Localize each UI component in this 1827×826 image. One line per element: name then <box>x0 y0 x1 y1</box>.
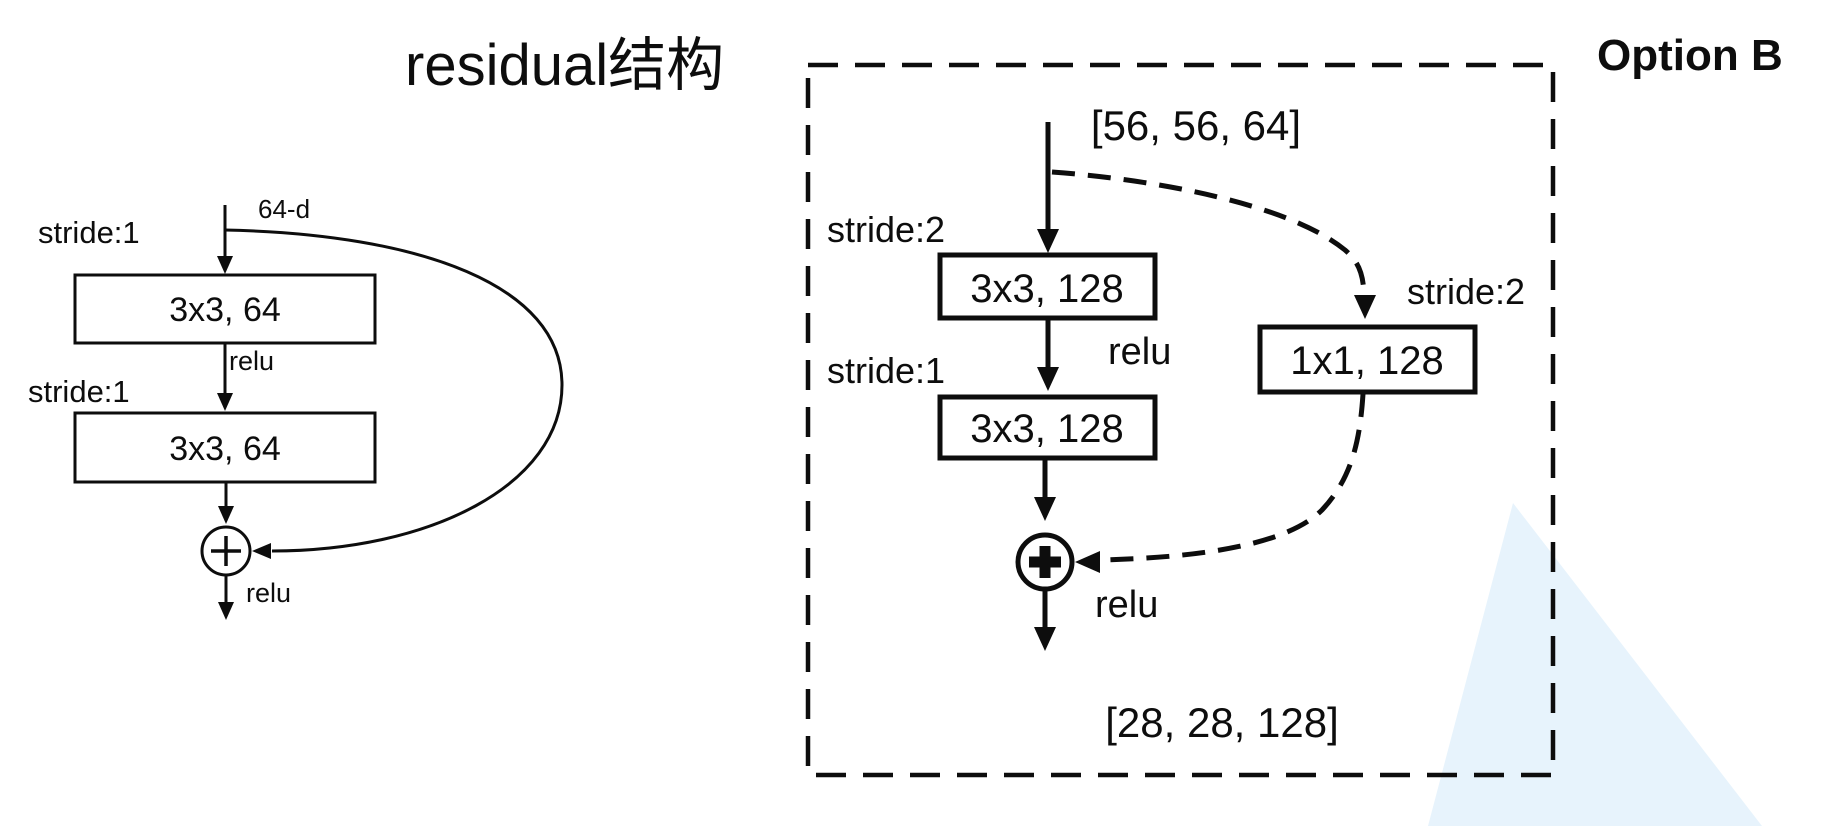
left-conv1-box <box>73 273 377 345</box>
right-stride-shortcut-label: stride:2 <box>1407 271 1525 312</box>
right-conv1-label: 3x3, 128 <box>970 267 1123 311</box>
left-skip-arrowhead-icon <box>252 543 271 559</box>
left-relu2-label: relu <box>246 578 291 608</box>
page-title: residual结构 <box>405 33 724 98</box>
left-mid-arrowhead-icon <box>217 393 233 411</box>
left-input-arrowhead-icon <box>217 256 233 274</box>
background-triangle-shape <box>1428 503 1762 826</box>
left-conv2-label: 3x3, 64 <box>169 430 281 468</box>
right-shortcut-conv-box <box>1257 324 1478 395</box>
right-shortcut-branch-curve <box>1051 169 1367 295</box>
right-shortcut-conv-label: 1x1, 128 <box>1290 339 1443 383</box>
right-relu1-label: relu <box>1108 331 1171 373</box>
left-stride-mid-label: stride:1 <box>28 374 130 409</box>
left-preadd-arrowhead-icon <box>218 506 234 524</box>
right-shortcut-arrowhead-icon <box>1354 295 1376 319</box>
right-shortcut-return-arrowhead-icon <box>1075 551 1100 573</box>
right-input-shape-label: [56, 56, 64] <box>1091 102 1301 149</box>
left-stride-top-label: stride:1 <box>38 215 140 250</box>
left-conv2-box <box>73 411 377 484</box>
right-preadd-arrowhead-icon <box>1034 497 1056 521</box>
option-b-dashed-boundary <box>805 62 1556 778</box>
option-b-title: Option B <box>1597 31 1783 80</box>
right-conv2-label: 3x3, 128 <box>970 407 1123 451</box>
right-input-arrowhead-icon <box>1037 229 1059 253</box>
right-output-shape-label: [28, 28, 128] <box>1105 699 1339 746</box>
right-stride-mid-label: stride:1 <box>827 350 945 391</box>
left-input-dim-label: 64-d <box>258 194 310 224</box>
left-residual-diagram: stride:1 64-d 3x3, 64 relu stride:1 3x3,… <box>28 194 564 620</box>
right-residual-diagram-option-b: Option B [56, 56, 64] stride:2 3x3, 128 … <box>805 31 1783 778</box>
right-stride-top-label: stride:2 <box>827 209 945 250</box>
left-conv1-label: 3x3, 64 <box>169 291 281 329</box>
right-shortcut-return-curve <box>1103 393 1366 563</box>
left-skip-connection-curve <box>224 228 564 553</box>
left-relu1-label: relu <box>229 346 274 376</box>
right-relu2-label: relu <box>1095 584 1158 626</box>
left-output-arrowhead-icon <box>218 602 234 620</box>
right-mid-arrowhead-icon <box>1037 367 1059 391</box>
right-output-arrowhead-icon <box>1034 627 1056 651</box>
